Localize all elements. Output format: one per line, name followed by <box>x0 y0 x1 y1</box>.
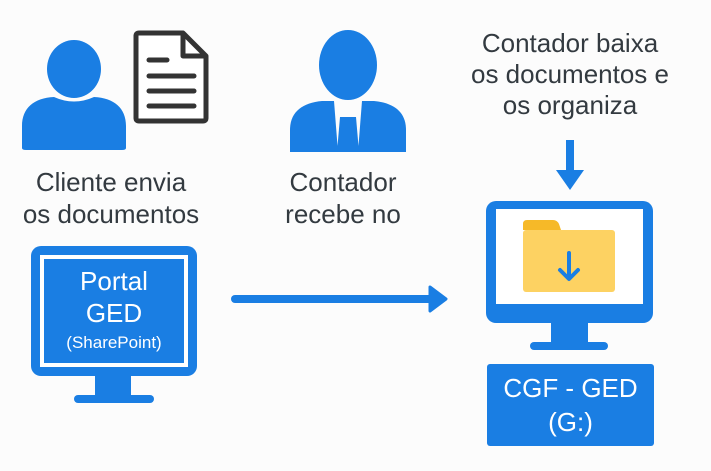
receive-step-label: Contador recebe no <box>232 166 454 230</box>
client-step-label: Cliente envia os documentos <box>0 166 222 230</box>
label-line: os organiza <box>502 90 638 120</box>
label-line: Contador <box>289 167 397 197</box>
organize-step-label: Contador baixa os documentos e os organi… <box>450 28 690 121</box>
portal-title: Portal <box>80 266 148 296</box>
document-icon <box>133 30 209 124</box>
portal-subtitle: GED <box>85 298 143 328</box>
arrow-down-icon <box>556 140 584 190</box>
user-icon <box>22 40 126 150</box>
businessman-icon <box>290 30 406 152</box>
label-line: recebe no <box>285 199 401 229</box>
monitor-icon <box>31 246 197 403</box>
destination-drive-box: CGF - GED (G:) <box>487 364 654 446</box>
drive-letter: (G:) <box>548 407 593 437</box>
label-line: os documentos <box>22 199 200 229</box>
drive-name: CGF - GED <box>503 373 638 403</box>
portal-monitor: Portal GED (SharePoint) <box>31 246 197 406</box>
label-line: Cliente envia <box>35 167 187 197</box>
destination-monitor <box>486 201 653 351</box>
label-line: os documentos e <box>470 59 669 89</box>
arrow-right-icon <box>231 285 448 313</box>
portal-platform: (SharePoint) <box>66 333 162 352</box>
label-line: Contador baixa <box>481 28 659 58</box>
folder-download-icon <box>523 220 615 292</box>
